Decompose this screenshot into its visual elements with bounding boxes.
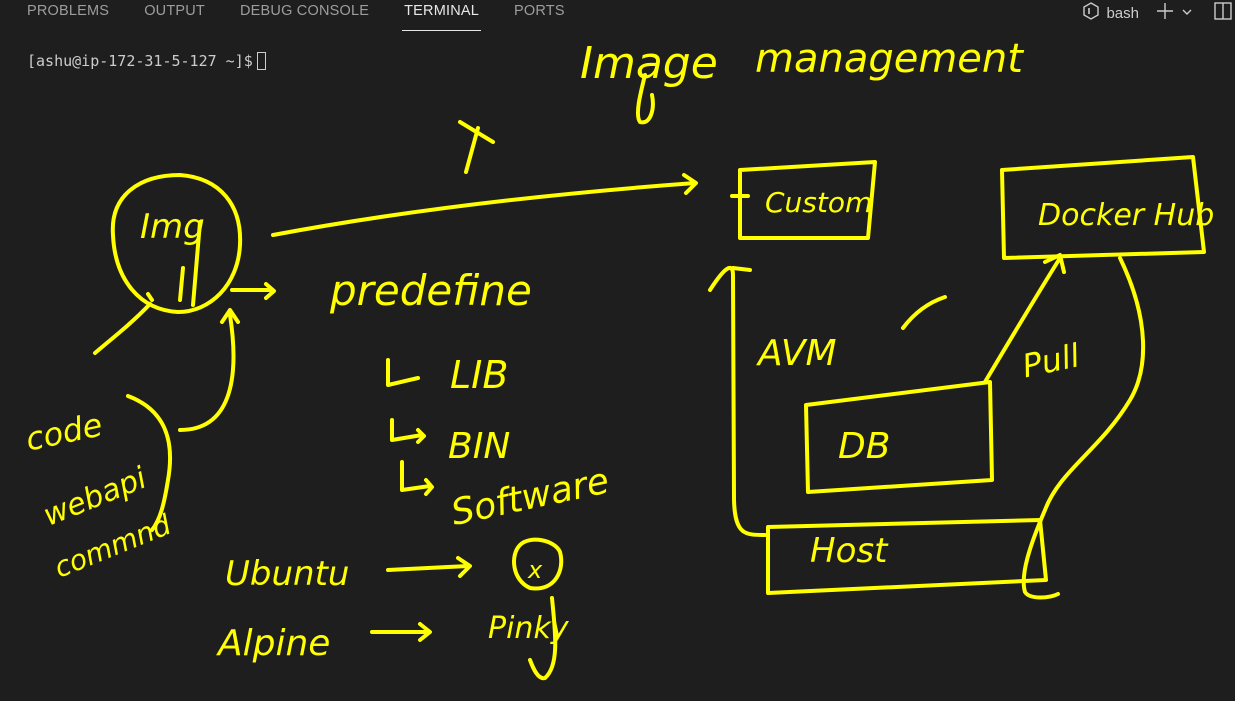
pinky-tail bbox=[528, 596, 558, 681]
tab-ports[interactable]: PORTS bbox=[514, 3, 565, 19]
custom-box bbox=[738, 160, 877, 240]
docker-hub-label: Docker Hub bbox=[1038, 198, 1214, 233]
img-label: Img bbox=[140, 207, 205, 247]
split-terminal-icon bbox=[1213, 1, 1233, 25]
terminal-toolbar: bash bbox=[1082, 0, 1235, 26]
panel-tab-bar: PROBLEMS OUTPUT DEBUG CONSOLE TERMINAL P… bbox=[0, 0, 1235, 34]
title-underline-stroke bbox=[635, 73, 655, 125]
predefine-label: predefine bbox=[329, 266, 532, 315]
avm-arrow bbox=[708, 265, 767, 537]
img-custom-arrowhead bbox=[682, 173, 698, 195]
tab-terminal[interactable]: TERMINAL bbox=[402, 0, 481, 31]
terminal-output[interactable]: [ashu@ip-172-31-5-127 ~]$ bbox=[27, 52, 266, 70]
tab-problems[interactable]: PROBLEMS bbox=[27, 3, 110, 19]
software-bracket bbox=[400, 460, 434, 496]
terminal-shell-icon bbox=[1082, 2, 1100, 24]
bin-bracket bbox=[390, 418, 426, 444]
host-label: Host bbox=[810, 531, 889, 571]
alpine-label: Alpine bbox=[216, 623, 330, 664]
new-terminal-button[interactable] bbox=[1155, 1, 1175, 25]
bin-label: BIN bbox=[448, 426, 510, 467]
tab-debug-console[interactable]: DEBUG CONSOLE bbox=[240, 3, 370, 19]
tab-output[interactable]: OUTPUT bbox=[144, 3, 205, 19]
alpine-arrow bbox=[370, 622, 432, 642]
x-mark-stroke bbox=[458, 120, 495, 174]
hub-host-curve bbox=[1021, 256, 1146, 600]
avm-label: AVM bbox=[756, 333, 837, 374]
img-custom-arrow bbox=[271, 181, 697, 237]
x-circle-label: x bbox=[527, 556, 543, 584]
ubuntu-arrow bbox=[386, 556, 472, 578]
split-terminal-button[interactable] bbox=[1213, 1, 1233, 25]
lib-label: LIB bbox=[450, 353, 508, 397]
pull-label: Pull bbox=[1019, 336, 1083, 385]
shell-selector[interactable]: bash bbox=[1082, 2, 1139, 24]
x-circle bbox=[512, 537, 564, 591]
img-stroke bbox=[178, 220, 202, 307]
title-management-text: management bbox=[755, 36, 1024, 82]
img-tail-stroke bbox=[93, 292, 154, 355]
shell-name-label: bash bbox=[1106, 4, 1139, 22]
plus-icon bbox=[1155, 1, 1175, 25]
shell-prompt: [ashu@ip-172-31-5-127 ~]$ bbox=[27, 52, 253, 70]
db-label: DB bbox=[838, 426, 890, 467]
pinky-label: Pinky bbox=[488, 611, 570, 646]
small-stroke bbox=[901, 295, 947, 330]
host-box bbox=[766, 518, 1048, 595]
terminal-launch-profile-button[interactable] bbox=[1181, 5, 1193, 22]
img-circle bbox=[110, 173, 243, 314]
custom-tick bbox=[730, 186, 750, 206]
title-image-text: Image bbox=[580, 38, 718, 89]
lib-bracket bbox=[386, 358, 420, 387]
custom-label: Custom bbox=[765, 186, 872, 219]
chevron-down-icon bbox=[1181, 5, 1193, 22]
code-img-arrow bbox=[178, 308, 240, 432]
code-brace-stroke bbox=[126, 394, 173, 532]
db-box bbox=[804, 380, 994, 494]
code-label: code bbox=[22, 405, 105, 458]
docker-hub-box bbox=[1000, 155, 1206, 260]
pull-arrow bbox=[983, 253, 1066, 384]
img-predefine-arrow bbox=[230, 282, 276, 300]
ubuntu-label: Ubuntu bbox=[225, 554, 349, 594]
terminal-cursor bbox=[256, 52, 266, 70]
software-label: Software bbox=[448, 460, 613, 533]
